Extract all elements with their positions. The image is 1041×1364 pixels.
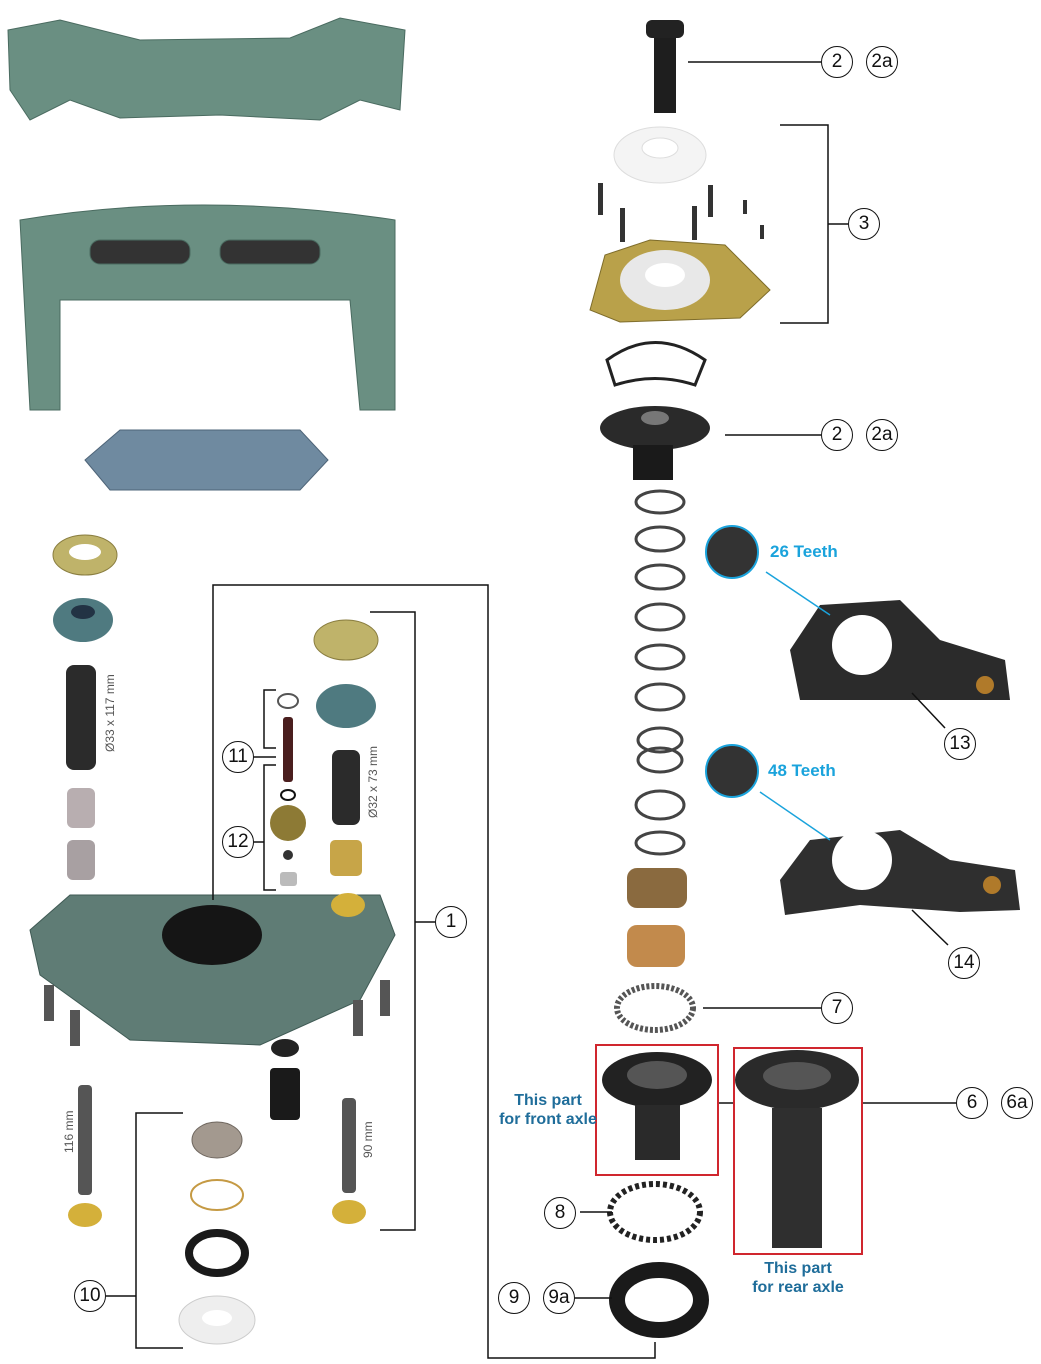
callout-13: 13 bbox=[944, 728, 976, 760]
teeth-label-26: 26 Teeth bbox=[770, 542, 838, 561]
note-rear-axle: This part for rear axle bbox=[752, 1260, 844, 1296]
callout-2a-top: 2a bbox=[866, 46, 898, 78]
callout-2-mid: 2 bbox=[821, 419, 853, 451]
caliper-carrier-image bbox=[7, 17, 406, 491]
callout-8: 8 bbox=[544, 1197, 576, 1229]
callout-9: 9 bbox=[498, 1282, 530, 1314]
callout-2a-mid: 2a bbox=[866, 419, 898, 451]
callout-2-top: 2 bbox=[821, 46, 853, 78]
teeth-label-48: 48 Teeth bbox=[768, 761, 836, 780]
callout-7: 7 bbox=[821, 992, 853, 1024]
highlight-boxes bbox=[595, 1044, 863, 1255]
note-front-axle: This part for front axle bbox=[499, 1092, 597, 1128]
callout-12: 12 bbox=[222, 826, 254, 858]
leader-lines bbox=[106, 61, 956, 1359]
dimension-bolt-long: 116 mm bbox=[62, 1110, 76, 1153]
dimension-bolt-short: 90 mm bbox=[361, 1121, 375, 1158]
teeth-arrows bbox=[759, 571, 831, 841]
callout-14: 14 bbox=[948, 947, 980, 979]
callout-11: 11 bbox=[222, 741, 254, 773]
callout-6: 6 bbox=[956, 1087, 988, 1119]
callout-9a: 9a bbox=[543, 1282, 575, 1314]
callout-6a: 6a bbox=[1001, 1087, 1033, 1119]
callout-3: 3 bbox=[848, 208, 880, 240]
callout-1: 1 bbox=[435, 906, 467, 938]
left-parts-images bbox=[29, 534, 396, 1345]
dimension-sleeve-short: Ø32 x 73 mm bbox=[366, 745, 380, 818]
kingpin-stack-images bbox=[589, 20, 1020, 1338]
callout-10: 10 bbox=[74, 1280, 106, 1312]
dimension-sleeve-long: Ø33 x 117 mm bbox=[103, 674, 117, 752]
